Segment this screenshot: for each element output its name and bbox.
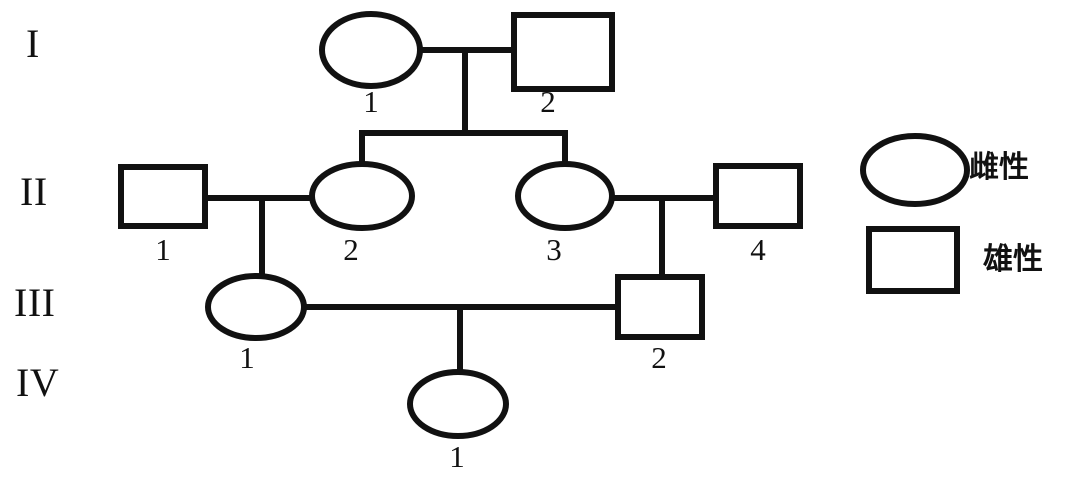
generation-label-III: III	[14, 280, 56, 325]
symbol-III-2-male-square[interactable]	[615, 274, 705, 340]
legend-label-male: 雄性	[983, 242, 1043, 277]
generation-label-I: I	[26, 21, 40, 66]
symbol-II-4-male-square[interactable]	[713, 163, 803, 229]
individual-label-II-3: 3	[546, 232, 562, 267]
generation-label-IV: IV	[16, 360, 60, 405]
legend-female-circle-icon	[860, 133, 970, 207]
individual-label-III-2: 2	[651, 340, 667, 375]
symbol-II-2-female-circle[interactable]	[309, 161, 415, 231]
symbol-IV-1-female-circle[interactable]	[407, 369, 509, 439]
individual-label-IV-1: 1	[449, 439, 465, 474]
symbol-III-1-female-circle[interactable]	[205, 273, 307, 341]
symbol-II-3-female-circle[interactable]	[515, 161, 615, 231]
legend-male-square-icon	[866, 226, 960, 294]
individual-label-II-1: 1	[155, 232, 171, 267]
individual-label-II-4: 4	[750, 232, 766, 267]
symbol-I-2-male-square[interactable]	[511, 12, 615, 92]
individual-label-III-1: 1	[239, 340, 255, 375]
legend-label-female: 雌性	[969, 150, 1029, 185]
generation-label-II: II	[20, 169, 48, 214]
individual-label-I-2: 2	[540, 84, 556, 119]
symbol-II-1-male-square[interactable]	[118, 164, 208, 229]
symbol-I-1-female-circle[interactable]	[319, 11, 423, 89]
individual-label-I-1: 1	[363, 84, 379, 119]
individual-label-II-2: 2	[343, 232, 359, 267]
